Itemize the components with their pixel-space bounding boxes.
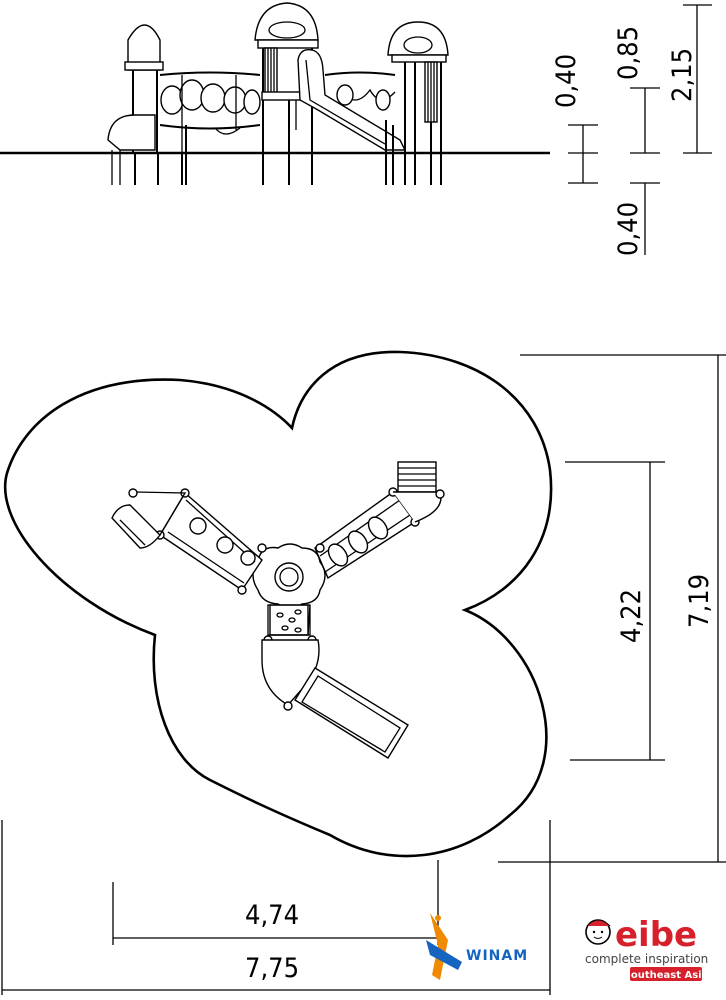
right-tower — [387, 21, 449, 185]
elevation-view: 0,40 0,40 0,85 2,15 — [0, 2, 712, 256]
winam-wordmark: WINAM — [466, 948, 528, 964]
eibe-logo: eibe complete inspiration Southeast Asia — [585, 915, 708, 981]
elevation-slide — [297, 49, 407, 151]
dim-elev-platform: 0,40 — [551, 54, 582, 108]
center-hub — [252, 543, 326, 609]
right-net-bridge — [324, 71, 396, 185]
bottom-arm-climber — [263, 604, 317, 645]
safety-area-outline — [3, 350, 553, 858]
plan-view: 7,19 4,22 4,74 7,75 — [1, 350, 726, 995]
dim-plan-outer-width: 7,75 — [245, 953, 299, 984]
dim-plan-inner-height: 4,22 — [616, 589, 647, 643]
dim-elev-total: 2,15 — [667, 48, 698, 102]
plan-dimensions: 7,19 4,22 4,74 7,75 — [1, 354, 726, 995]
eibe-region-badge: Southeast Asia — [624, 970, 709, 981]
right-arm-bridge — [314, 461, 445, 580]
left-arm-bridge — [111, 488, 267, 595]
winam-logo: WINAM — [426, 913, 528, 980]
center-tower — [254, 2, 319, 185]
left-tower — [107, 24, 164, 185]
eibe-tagline: complete inspiration — [585, 952, 708, 966]
dim-plan-inner-width: 4,74 — [245, 900, 299, 931]
plan-slide — [261, 639, 409, 759]
elevation-dimensions: 0,40 0,40 0,85 2,15 — [551, 4, 712, 256]
left-net-bridge — [159, 71, 261, 185]
dim-plan-outer-height: 7,19 — [684, 574, 715, 628]
dim-elev-mid: 0,85 — [613, 26, 644, 80]
dim-elev-depth: 0,40 — [613, 202, 644, 256]
eibe-wordmark: eibe — [615, 915, 697, 955]
